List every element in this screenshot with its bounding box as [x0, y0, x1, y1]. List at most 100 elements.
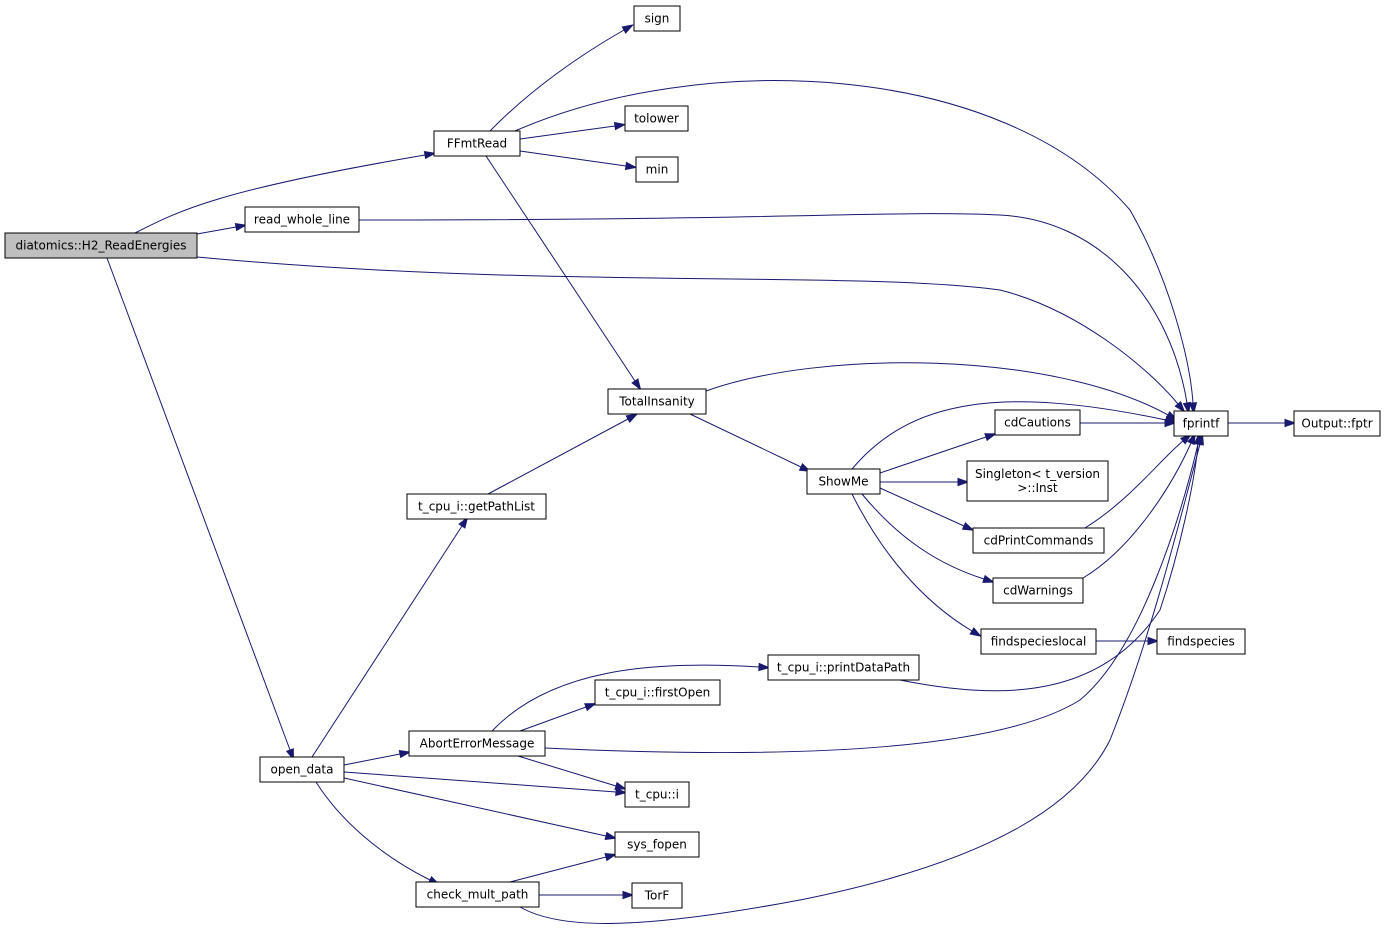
- node-box: [633, 5, 681, 32]
- edge-getpathlist-to-totalinsanity: [487, 413, 639, 495]
- edge-arrowhead: [758, 662, 771, 672]
- node-box: [1173, 410, 1229, 437]
- edge-arrowhead: [621, 24, 635, 34]
- node-min[interactable]: min: [635, 156, 679, 183]
- node-box: [767, 654, 920, 681]
- node-box: [635, 156, 679, 183]
- edge-line: [879, 436, 987, 474]
- edge-line: [519, 125, 616, 140]
- edge-arrowhead: [622, 890, 635, 900]
- node-box: [624, 105, 689, 132]
- node-label: AbortErrorMessage: [420, 737, 535, 751]
- edge-line: [509, 856, 607, 883]
- edge-line: [879, 487, 965, 527]
- edge-arrowhead: [624, 161, 638, 171]
- node-firstopen[interactable]: t_cpu_i::firstOpen: [594, 679, 721, 706]
- edge-arrowhead: [1147, 636, 1160, 646]
- node-box: [631, 882, 683, 909]
- edge-open_data-to-sys_fopen: [343, 777, 618, 840]
- edge-check_mult_path-to-torf: [539, 890, 635, 900]
- node-box: [244, 206, 360, 233]
- edge-line: [519, 150, 627, 167]
- node-label: TotalInsanity: [618, 395, 695, 409]
- edge-findspecieslocal-to-findspecies: [1096, 636, 1160, 646]
- edge-check_mult_path-to-fprintf: [519, 432, 1204, 924]
- edge-showme-to-cdprintcommands: [879, 487, 975, 531]
- edge-arrowhead: [423, 150, 437, 160]
- node-open-data[interactable]: open_data: [259, 756, 345, 783]
- edge-h2_read-to-open_data: [106, 257, 295, 761]
- node-findspecieslocal[interactable]: findspecieslocal: [980, 628, 1097, 655]
- node-sys-fopen[interactable]: sys_fopen: [614, 831, 700, 858]
- node-h2-read[interactable]: diatomics::H2_ReadEnergies: [4, 232, 198, 259]
- node-tcpu-i[interactable]: t_cpu::i: [624, 781, 690, 808]
- edge-h2_read-to-fprintf: [196, 256, 1186, 413]
- node-box: [994, 409, 1081, 436]
- node-read-whole-line[interactable]: read_whole_line: [244, 206, 360, 233]
- node-cdwarnings[interactable]: cdWarnings: [992, 577, 1084, 604]
- node-label: Singleton< t_version: [975, 467, 1100, 481]
- node-getpathlist[interactable]: t_cpu_i::getPathList: [406, 493, 547, 520]
- node-fprintf[interactable]: fprintf: [1173, 410, 1229, 437]
- call-graph-nodes: diatomics::H2_ReadEnergies FFmtReadread_w…: [4, 5, 1381, 909]
- node-singleton[interactable]: Singleton< t_version>::Inst: [966, 460, 1109, 502]
- edge-aborterror-to-firstopen: [519, 703, 597, 732]
- node-label: ShowMe: [818, 475, 868, 489]
- node-check-mult-path[interactable]: check_mult_path: [415, 881, 540, 908]
- edge-arrowhead: [615, 787, 628, 797]
- edge-h2_read-to-ffmtread: [134, 150, 437, 234]
- node-label: TorF: [644, 889, 670, 903]
- node-label: diatomics::H2_ReadEnergies: [16, 239, 187, 253]
- edge-line: [519, 706, 587, 732]
- edge-line: [1084, 440, 1184, 529]
- edge-arrowhead: [1164, 418, 1177, 428]
- node-torf[interactable]: TorF: [631, 882, 683, 909]
- node-sign[interactable]: sign: [633, 5, 681, 32]
- edge-line: [544, 443, 1199, 754]
- node-box: [259, 756, 345, 783]
- edge-arrowhead: [234, 222, 248, 232]
- edge-cdwarnings-to-fprintf: [1082, 432, 1196, 579]
- edge-line: [489, 29, 625, 132]
- edge-open_data-to-tcpu_i: [343, 771, 628, 797]
- edge-ffmtread-to-tolower: [519, 121, 627, 140]
- node-findspecies[interactable]: findspecies: [1156, 628, 1246, 655]
- node-tolower[interactable]: tolower: [624, 105, 689, 132]
- node-cdprintcommands[interactable]: cdPrintCommands: [972, 527, 1105, 554]
- node-cdcautions[interactable]: cdCautions: [994, 409, 1081, 436]
- edge-arrowhead: [398, 750, 412, 759]
- node-label: FFmtRead: [447, 137, 507, 151]
- edge-arrowhead: [961, 521, 975, 531]
- edge-line: [358, 213, 1188, 404]
- node-printdatapath[interactable]: t_cpu_i::printDataPath: [767, 654, 920, 681]
- edge-arrowhead: [458, 516, 469, 529]
- node-label: findspecies: [1167, 635, 1235, 649]
- edge-aborterror-to-printdatapath: [491, 662, 771, 732]
- edge-line: [196, 226, 237, 235]
- edge-arrowhead: [1284, 418, 1297, 428]
- node-showme[interactable]: ShowMe: [806, 468, 881, 495]
- edge-line: [315, 781, 431, 881]
- edge-line: [861, 493, 985, 580]
- edge-line: [519, 443, 1201, 924]
- node-box: [980, 628, 1097, 655]
- node-output-fptr[interactable]: Output::fptr: [1293, 410, 1381, 437]
- edge-check_mult_path-to-sys_fopen: [509, 853, 618, 883]
- edge-arrowhead: [1182, 401, 1192, 415]
- node-aborterror[interactable]: AbortErrorMessage: [408, 730, 546, 757]
- edge-ffmtread-to-totalinsanity: [485, 155, 642, 391]
- edge-arrowhead: [1174, 400, 1186, 413]
- edge-open_data-to-getpathlist: [311, 516, 469, 758]
- node-totalinsanity[interactable]: TotalInsanity: [607, 388, 707, 415]
- node-label: fprintf: [1183, 417, 1220, 431]
- edge-line: [899, 443, 1199, 692]
- edge-arrowhead: [625, 413, 639, 423]
- node-box: [614, 831, 700, 858]
- edge-ffmtread-to-fprintf: [514, 80, 1198, 415]
- node-ffmtread[interactable]: FFmtRead: [433, 130, 521, 157]
- node-label: cdCautions: [1004, 416, 1071, 430]
- edge-line: [851, 493, 973, 632]
- node-label: check_mult_path: [427, 888, 529, 902]
- node-box: [1156, 628, 1246, 655]
- edge-line: [517, 755, 617, 787]
